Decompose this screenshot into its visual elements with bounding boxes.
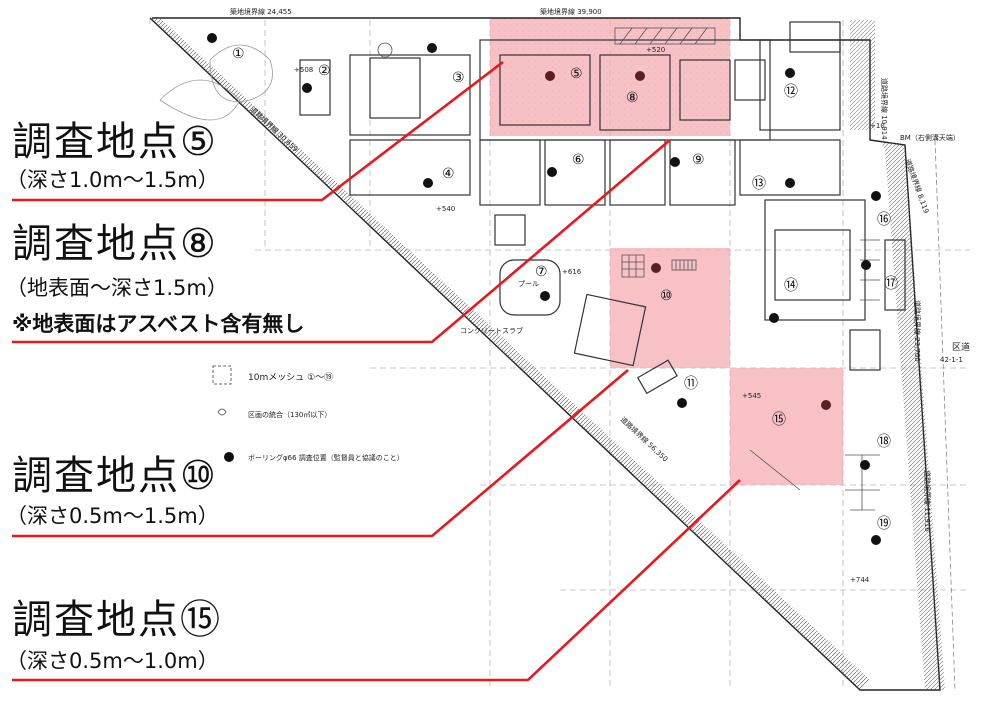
boundary-right-1: 道路境界線 10,914	[880, 78, 889, 140]
mesh-labels: ① ② ③ ④ ⑤ ⑥ ⑦ ⑧ ⑨ ⑩ ⑪ ⑫ ⑬ ⑭ ⑮ ⑯ ⑰ ⑱ ⑲	[232, 46, 898, 532]
elevation-marks: +508 +520 +540 +616 +545 +744 +10	[294, 46, 885, 584]
mesh-label-3: ③	[452, 70, 465, 86]
road-hatch-right	[880, 140, 945, 690]
boundary-right-3: 道路境界線 23,700	[913, 300, 922, 362]
svg-text:+616: +616	[562, 268, 582, 276]
buildings	[299, 21, 906, 395]
callout-line-15	[12, 479, 741, 682]
callout-8-title: 調査地点⑧	[12, 221, 218, 267]
mesh-label-19: ⑲	[877, 516, 891, 532]
area-15	[730, 368, 843, 485]
mesh-label-7: ⑦	[535, 264, 548, 280]
callout-5-depth: （深さ1.0m～1.5m）	[6, 168, 219, 192]
callout-10-depth: （深さ0.5m～1.5m）	[6, 504, 219, 528]
svg-text:+10: +10	[870, 122, 885, 130]
mesh-label-5: ⑤	[570, 66, 583, 82]
svg-text:+520: +520	[646, 46, 665, 54]
mesh-label-4: ④	[442, 166, 455, 182]
boring-points	[207, 33, 881, 545]
legend-mesh: 10mメッシュ ①～⑲	[248, 372, 333, 383]
svg-text:+540: +540	[436, 205, 455, 213]
road-hatch-diagonal	[150, 18, 870, 690]
boundary-right-4: 道路境界線 11,916	[923, 470, 932, 532]
callout-8-depth: （地表面～深さ1.5m）	[6, 276, 228, 300]
legend: 10mメッシュ ①～⑲ 区画の統合（130㎡以下） ボーリングφ66 調査位置（…	[212, 365, 404, 462]
callout-lines	[12, 60, 741, 682]
mesh-label-6: ⑥	[572, 152, 585, 168]
callout-5-title: 調査地点⑤	[12, 119, 218, 165]
legend-boring: ボーリングφ66 調査位置（監督員と協議のこと）	[248, 453, 404, 462]
legend-merge: 区画の統合（130㎡以下）	[248, 410, 331, 419]
mesh-label-1: ①	[232, 46, 245, 62]
bm-label: BM（右側溝天端）	[900, 133, 960, 142]
district-no: 42-1-1	[940, 356, 963, 364]
boundary-diag-upper: 道路境界線 30,659	[249, 105, 300, 154]
callout-15-title: 調査地点⑮	[12, 597, 222, 643]
mesh-label-2: ②	[318, 63, 331, 79]
callout-line-5	[12, 60, 504, 202]
mesh-label-13: ⑬	[752, 176, 766, 192]
mesh-label-12: ⑫	[784, 84, 798, 100]
mesh-label-15: ⑮	[772, 412, 786, 428]
area-10	[610, 248, 730, 368]
mesh-label-8: ⑧	[626, 90, 639, 106]
mesh-label-16: ⑯	[877, 212, 891, 228]
mesh-label-17: ⑰	[884, 276, 898, 292]
mesh-label-9: ⑨	[692, 152, 705, 168]
road-hatch-top	[850, 20, 875, 130]
mesh-label-18: ⑱	[877, 434, 891, 450]
pool-label: プール	[518, 280, 539, 288]
svg-text:+508: +508	[294, 66, 313, 74]
svg-text:+545: +545	[742, 392, 761, 400]
callout-line-8	[12, 139, 671, 344]
callout-10-title: 調査地点⑩	[12, 453, 218, 499]
boundary-top-right: 築地境界線 39,900	[540, 7, 602, 16]
mesh-label-11: ⑪	[684, 376, 698, 392]
mesh-label-10: ⑩	[660, 288, 673, 304]
callout-15-depth: （深さ0.5m～1.0m）	[6, 649, 219, 673]
slab-label: コンクリートスラブ	[460, 326, 523, 335]
district-label: 区道	[952, 341, 970, 353]
mesh-label-14: ⑭	[784, 278, 798, 294]
interior-details	[159, 27, 880, 511]
boundary-top-left: 築地境界線 24,455	[230, 7, 292, 16]
callout-8-note: ※地表面はアスベスト含有無し	[12, 312, 305, 336]
callout-line-10	[12, 369, 629, 538]
svg-text:+744: +744	[850, 576, 870, 584]
